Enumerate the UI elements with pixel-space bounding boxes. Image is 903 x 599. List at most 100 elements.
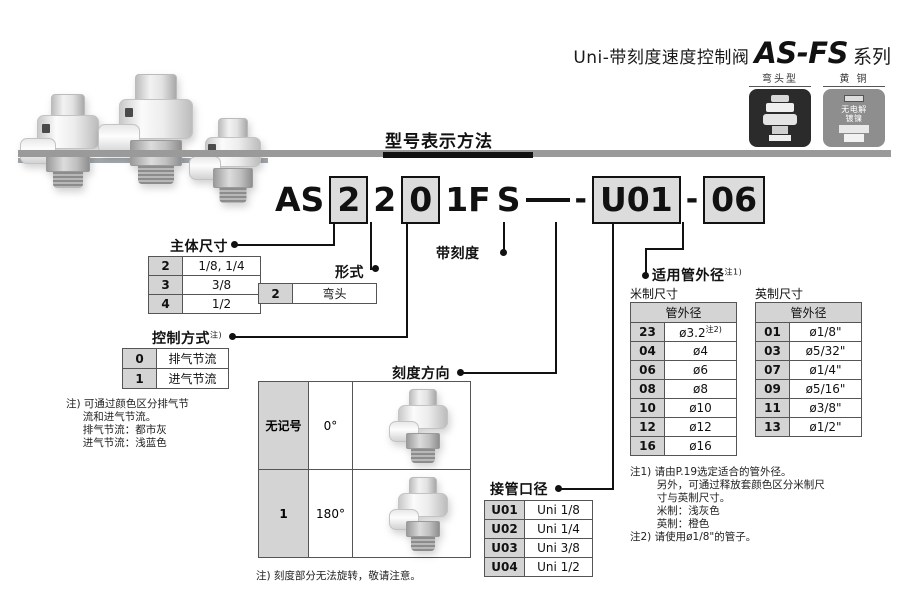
control-method-value-0: 排气节流 xyxy=(156,348,229,369)
control-method-label: 控制方式注) xyxy=(152,328,222,348)
metric-tube-table: 管外径 23 ø3.2注2) 04 ø4 06 ø6 08 ø8 10 ø10 … xyxy=(630,302,737,456)
imperial-value-4: ø3/8" xyxy=(789,398,862,418)
tube-od-notes: 注1) 请由P.19选定适合的管外径。 另外，可通过释放套颜色区分米制尺 寸与英… xyxy=(630,466,825,543)
valve-mini-1 xyxy=(387,475,451,555)
leader-body-size-h xyxy=(236,244,335,246)
body-size-value-1: 3/8 xyxy=(182,275,261,295)
body-size-code-2: 4 xyxy=(148,294,183,314)
table-row: 16 ø16 xyxy=(630,436,737,456)
imperial-value-0: ø1/8" xyxy=(789,322,862,342)
feature-icon-row: 弯头型 黄 铜 无电解镀镍 xyxy=(749,70,885,147)
leader-scale-v xyxy=(503,222,505,252)
imperial-value-2: ø1/4" xyxy=(789,360,862,380)
control-method-note: 注) 可通过颜色区分排气节 流和进气节流。 排气节流：都市灰 进气节流：浅蓝色 xyxy=(66,398,189,449)
brass-icon-label: 无电解镀镍 xyxy=(841,105,867,123)
model-code-part-5-blank xyxy=(525,198,570,202)
tube-od-label-sup: 注1) xyxy=(724,267,743,277)
imperial-code-3: 09 xyxy=(755,379,790,399)
scale-direction-note: 注) 刻度部分无法旋转，敬请注意。 xyxy=(256,570,421,582)
table-row: 01 ø1/8" xyxy=(755,322,862,342)
leader-control-h xyxy=(234,336,408,338)
model-code-part-9: 06 xyxy=(703,176,766,224)
control-method-label-text: 控制方式 xyxy=(152,331,210,347)
table-row: 管外径 xyxy=(630,302,737,323)
table-row: 04 ø4 xyxy=(630,341,737,361)
model-code-dash-1: - xyxy=(574,182,587,217)
brass-top-bar xyxy=(844,95,864,102)
model-code-part-0: 2 xyxy=(329,176,369,224)
control-method-code-1: 1 xyxy=(122,368,157,389)
leader-port-dot xyxy=(555,485,562,492)
table-row: 2 弯头 xyxy=(258,283,377,304)
body-size-label: 主体尺寸 xyxy=(170,239,228,255)
port-size-value-1: Uni 1/4 xyxy=(524,519,593,539)
metric-code-5: 12 xyxy=(630,417,665,437)
table-row: 11 ø3/8" xyxy=(755,398,862,418)
table-row: 1 进气节流 xyxy=(122,368,229,389)
leader-port-h xyxy=(560,488,614,490)
scale-dir-value-0: 0° xyxy=(308,381,353,470)
body-size-value-2: 1/2 xyxy=(182,294,261,314)
metric-value-2: ø6 xyxy=(664,360,737,380)
scale-direction-label: 刻度方向 xyxy=(392,366,450,382)
table-row: 09 ø5/16" xyxy=(755,379,862,399)
imperial-code-0: 01 xyxy=(755,322,790,342)
elbow-type-caption: 弯头型 xyxy=(749,70,811,87)
title-series-word: 系列 xyxy=(852,46,891,68)
metric-code-4: 10 xyxy=(630,398,665,418)
metric-value-6: ø16 xyxy=(664,436,737,456)
model-code-dash-2: - xyxy=(685,182,699,217)
model-code-part-2: 0 xyxy=(401,176,441,224)
leader-control-v xyxy=(406,222,408,338)
table-row: U02 Uni 1/4 xyxy=(484,519,593,539)
title-series-code: AS-FS xyxy=(754,36,848,70)
scale-direction-table: 无记号 0° 1 180° xyxy=(258,381,471,558)
table-row: U04 Uni 1/2 xyxy=(484,557,593,577)
metric-code-2: 06 xyxy=(630,360,665,380)
type-table: 2 弯头 xyxy=(258,283,377,304)
table-row: 无记号 0° xyxy=(258,381,471,470)
with-scale-label: 带刻度 xyxy=(436,246,480,262)
section-title-underline xyxy=(383,152,533,158)
metric-code-3: 08 xyxy=(630,379,665,399)
metric-value-3: ø8 xyxy=(664,379,737,399)
table-row: U03 Uni 3/8 xyxy=(484,538,593,558)
leader-tube-h xyxy=(645,248,684,250)
port-size-code-1: U02 xyxy=(484,519,525,539)
metric-code-0: 23 xyxy=(630,322,665,342)
table-row: 0 排气节流 xyxy=(122,348,229,369)
scale-dir-value-1: 180° xyxy=(308,469,353,558)
table-row: 03 ø5/32" xyxy=(755,341,862,361)
valve-photo-center xyxy=(98,72,206,214)
metric-value-4: ø10 xyxy=(664,398,737,418)
imperial-code-1: 03 xyxy=(755,341,790,361)
table-row: 08 ø8 xyxy=(630,379,737,399)
section-title: 型号表示方法 xyxy=(385,132,493,152)
body-size-code-1: 3 xyxy=(148,275,183,295)
valve-mini-0 xyxy=(387,387,451,467)
table-row: 23 ø3.2注2) xyxy=(630,322,737,342)
leader-scale-dir-dot xyxy=(457,369,464,376)
imperial-title: 英制尺寸 xyxy=(755,287,804,301)
scale-dir-code-1: 1 xyxy=(258,469,309,558)
leader-tube-dot xyxy=(642,272,649,279)
table-row: 12 ø12 xyxy=(630,417,737,437)
table-row: U01 Uni 1/8 xyxy=(484,500,593,520)
feature-icon-brass: 黄 铜 无电解镀镍 xyxy=(823,70,885,147)
port-size-value-2: Uni 3/8 xyxy=(524,538,593,558)
imperial-tube-table: 管外径 01 ø1/8" 03 ø5/32" 07 ø1/4" 09 ø5/16… xyxy=(755,302,862,437)
type-value-0: 弯头 xyxy=(292,283,377,304)
tube-od-label-text: 适用管外径 xyxy=(652,268,725,284)
title-chinese: Uni-带刻度速度控制阀 xyxy=(573,48,750,68)
leader-body-size-dot xyxy=(231,241,238,248)
table-row: 2 1/8, 1/4 xyxy=(148,256,261,276)
imperial-column-header: 管外径 xyxy=(755,302,862,323)
tube-od-label: 适用管外径注1) xyxy=(652,265,742,285)
scale-dir-image-1 xyxy=(352,469,471,558)
table-row: 13 ø1/2" xyxy=(755,417,862,437)
table-row: 3 3/8 xyxy=(148,275,261,295)
leader-scale-dot xyxy=(500,249,507,256)
imperial-value-5: ø1/2" xyxy=(789,417,862,437)
port-size-code-2: U03 xyxy=(484,538,525,558)
model-code-part-4: S xyxy=(496,180,521,219)
